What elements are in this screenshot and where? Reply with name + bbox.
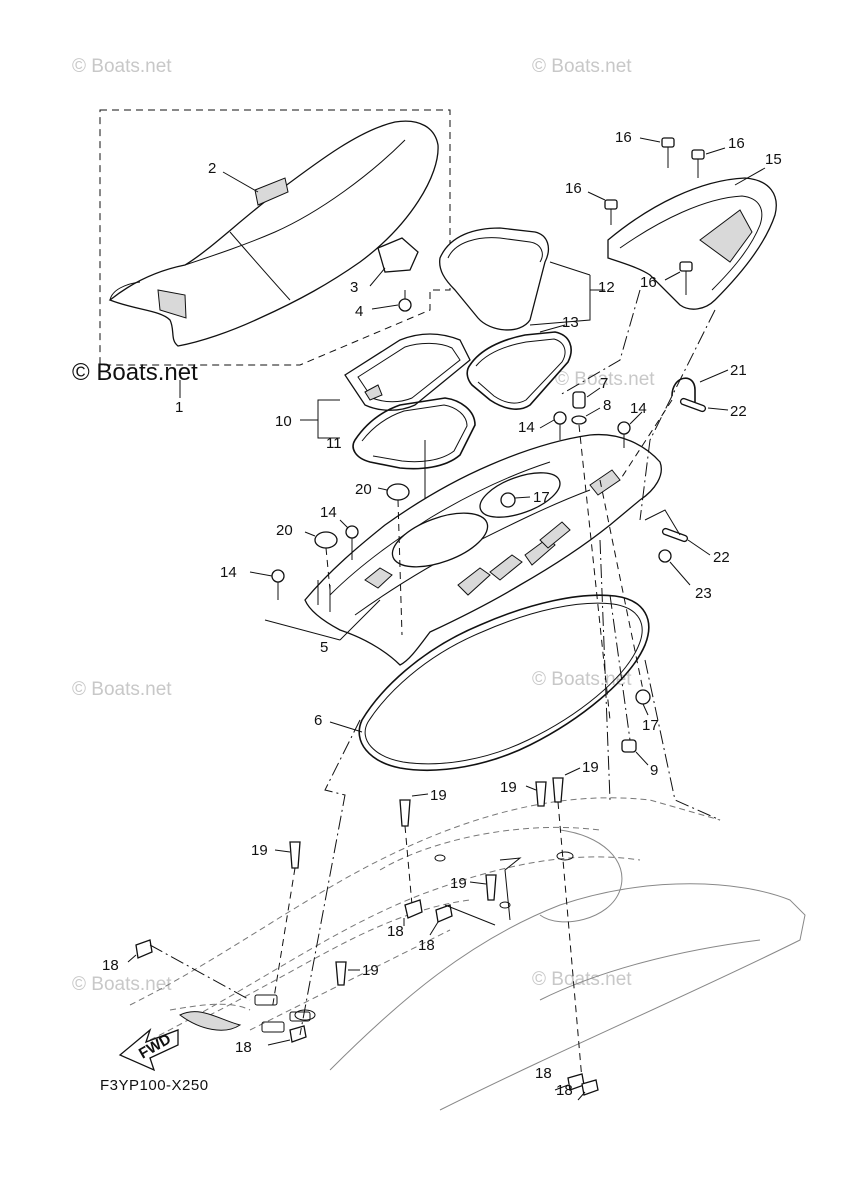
callout-16: 16 xyxy=(640,274,657,291)
callout-21: 21 xyxy=(730,362,747,379)
callout-12: 12 xyxy=(598,279,615,296)
hardware-parts xyxy=(249,369,729,766)
watermark-bottom-right: © Boats.net xyxy=(532,969,632,990)
callout-16: 16 xyxy=(565,180,582,197)
callout-16: 16 xyxy=(728,135,745,152)
callout-18: 18 xyxy=(235,1039,252,1056)
callout-18: 18 xyxy=(387,923,404,940)
callout-18: 18 xyxy=(556,1082,573,1099)
callout-4: 4 xyxy=(355,303,363,320)
callout-10: 10 xyxy=(275,413,292,430)
gasket-6 xyxy=(329,594,650,771)
callout-19: 19 xyxy=(450,875,467,892)
callouts: 1 2 3 4 5 6 7 8 9 10 11 12 13 14 14 14 1… xyxy=(102,129,782,1099)
deck-body xyxy=(264,433,662,666)
callout-19: 19 xyxy=(362,962,379,979)
callout-8: 8 xyxy=(603,397,611,414)
hull-slots xyxy=(254,851,574,1033)
callout-16: 16 xyxy=(615,129,632,146)
hull-outline xyxy=(129,797,806,1111)
callout-17: 17 xyxy=(533,489,550,506)
bolts-16 xyxy=(587,137,726,295)
rivets-and-brackets xyxy=(127,767,599,1101)
watermarks: © Boats.net © Boats.net © Boats.net © Bo… xyxy=(72,56,655,995)
callout-14: 14 xyxy=(320,504,337,521)
watermark-large: © Boats.net xyxy=(72,359,198,386)
callout-5: 5 xyxy=(320,639,328,656)
callout-20: 20 xyxy=(276,522,293,539)
callout-11: 11 xyxy=(326,435,342,452)
callout-14: 14 xyxy=(630,400,647,417)
callout-18: 18 xyxy=(102,957,119,974)
callout-15: 15 xyxy=(765,151,782,168)
callout-18: 18 xyxy=(535,1065,552,1082)
fwd-arrow: FWD xyxy=(118,1028,179,1072)
callout-23: 23 xyxy=(695,585,712,602)
callout-14: 14 xyxy=(220,564,237,581)
callout-19: 19 xyxy=(251,842,268,859)
watermark-mid-left: © Boats.net xyxy=(72,679,172,700)
watermark-top-right: © Boats.net xyxy=(532,56,632,77)
callout-3: 3 xyxy=(350,279,358,296)
gasket-13 xyxy=(466,324,572,410)
watermark-bottom-left: © Boats.net xyxy=(72,974,172,995)
grab-handle xyxy=(607,167,777,310)
callout-19: 19 xyxy=(500,779,517,796)
callout-13: 13 xyxy=(562,314,579,331)
watermark-top-left: © Boats.net xyxy=(72,56,172,77)
callout-22: 22 xyxy=(730,403,747,420)
seat-assembly xyxy=(99,109,451,398)
watermark-mid-right: © Boats.net xyxy=(532,669,632,690)
watermark-center: © Boats.net xyxy=(555,369,655,390)
callout-18: 18 xyxy=(418,937,435,954)
callout-19: 19 xyxy=(430,787,447,804)
callout-17: 17 xyxy=(642,717,659,734)
callout-19: 19 xyxy=(582,759,599,776)
storage-bin xyxy=(439,227,605,331)
callout-7: 7 xyxy=(600,375,608,392)
lid-frame xyxy=(300,333,471,439)
callout-14: 14 xyxy=(518,419,535,436)
reference-lines xyxy=(149,289,721,1036)
callout-6: 6 xyxy=(314,712,322,729)
callout-22: 22 xyxy=(713,549,730,566)
callout-20: 20 xyxy=(355,481,372,498)
callout-9: 9 xyxy=(650,762,658,779)
diagram-code: F3YP100-X250 xyxy=(100,1077,209,1094)
callout-2: 2 xyxy=(208,160,216,177)
callout-1: 1 xyxy=(175,399,183,416)
